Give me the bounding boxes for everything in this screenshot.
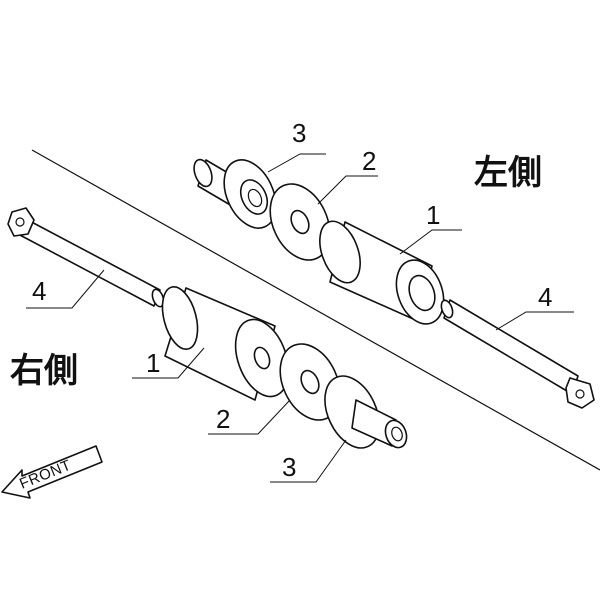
upper-part-2-washer	[269, 183, 331, 261]
leader-lower-1	[132, 347, 205, 379]
leader-upper-3	[267, 153, 326, 173]
callout-lower-2: 2	[216, 404, 230, 434]
lower-assembly	[7, 207, 408, 449]
callout-lower-4: 4	[32, 276, 46, 306]
callout-upper-4: 4	[538, 282, 552, 312]
leader-lower-3	[270, 439, 347, 483]
front-arrow-label: FRONT	[17, 457, 74, 493]
callout-upper-2: 2	[362, 146, 376, 176]
reference-diagonal-line	[31, 149, 600, 471]
leader-lines	[26, 153, 574, 483]
leader-upper-4	[495, 311, 574, 331]
front-direction-arrow: FRONT	[1, 445, 103, 499]
lower-part-1-slider-body	[161, 286, 290, 401]
upper-part-3-flanged-spacer	[193, 158, 277, 229]
lower-part-3-flanged-spacer	[324, 375, 408, 449]
front-arrow-shape	[1, 445, 103, 499]
callout-lower-3: 3	[282, 452, 296, 482]
leader-upper-2	[317, 175, 378, 205]
upper-part-4-bolt	[440, 299, 595, 409]
lower-part-4-bolt	[7, 207, 165, 308]
leader-upper-1	[399, 229, 462, 255]
leader-lower-2	[208, 399, 291, 435]
leader-lower-4	[26, 269, 105, 309]
upper-part-1-slider-body	[319, 220, 445, 325]
left-side-label: 左側	[474, 153, 542, 193]
upper-assembly	[193, 158, 595, 409]
callout-lower-1: 1	[146, 348, 160, 378]
callout-upper-1: 1	[426, 200, 440, 230]
callout-upper-3: 3	[292, 118, 306, 148]
right-side-label: 右側	[10, 351, 78, 391]
